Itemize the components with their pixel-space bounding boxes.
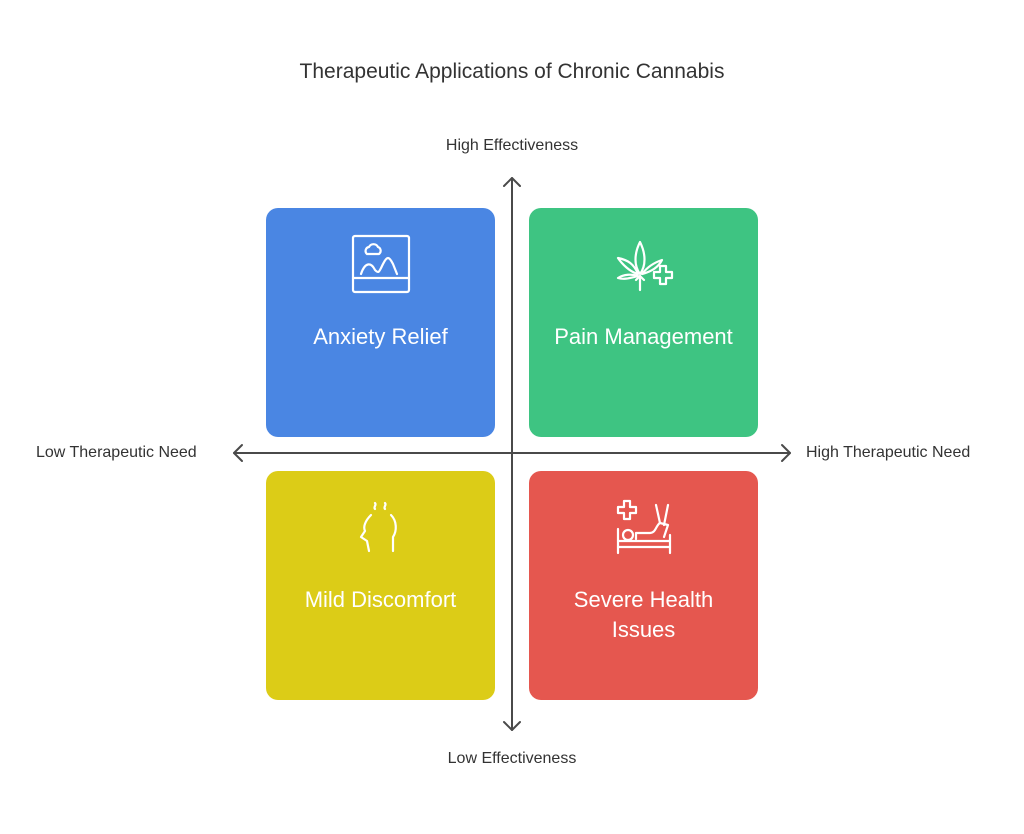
arrow-down-icon xyxy=(503,721,521,731)
quadrant-mild-discomfort: Mild Discomfort xyxy=(266,471,495,700)
arrow-up-icon xyxy=(503,177,521,187)
axis-label-right: High Therapeutic Need xyxy=(806,444,971,461)
landscape-picture-icon xyxy=(351,234,410,294)
axis-label-bottom: Low Effectiveness xyxy=(447,750,577,767)
cannabis-leaf-medical-icon xyxy=(616,240,673,292)
quadrant-label: Pain Management xyxy=(554,324,733,349)
quadrant-label: Mild Discomfort xyxy=(304,587,457,612)
quadrant-label: Severe Health Issues xyxy=(573,587,714,642)
axis-label-top: High Effectiveness xyxy=(445,137,579,154)
diagram-title: Therapeutic Applications of Chronic Cann… xyxy=(299,60,725,83)
head-steam-icon xyxy=(359,501,397,553)
quadrant-severe-health-issues: Severe Health Issues xyxy=(529,471,758,700)
quadrant-pain-management: Pain Management xyxy=(529,208,758,437)
arrow-right-icon xyxy=(781,444,791,462)
quadrant-label: Anxiety Relief xyxy=(313,324,448,349)
axis-label-left: Low Therapeutic Need xyxy=(36,444,197,461)
hospital-bed-icon xyxy=(616,499,671,555)
arrow-left-icon xyxy=(233,444,243,462)
quadrant-anxiety-relief: Anxiety Relief xyxy=(266,208,495,437)
